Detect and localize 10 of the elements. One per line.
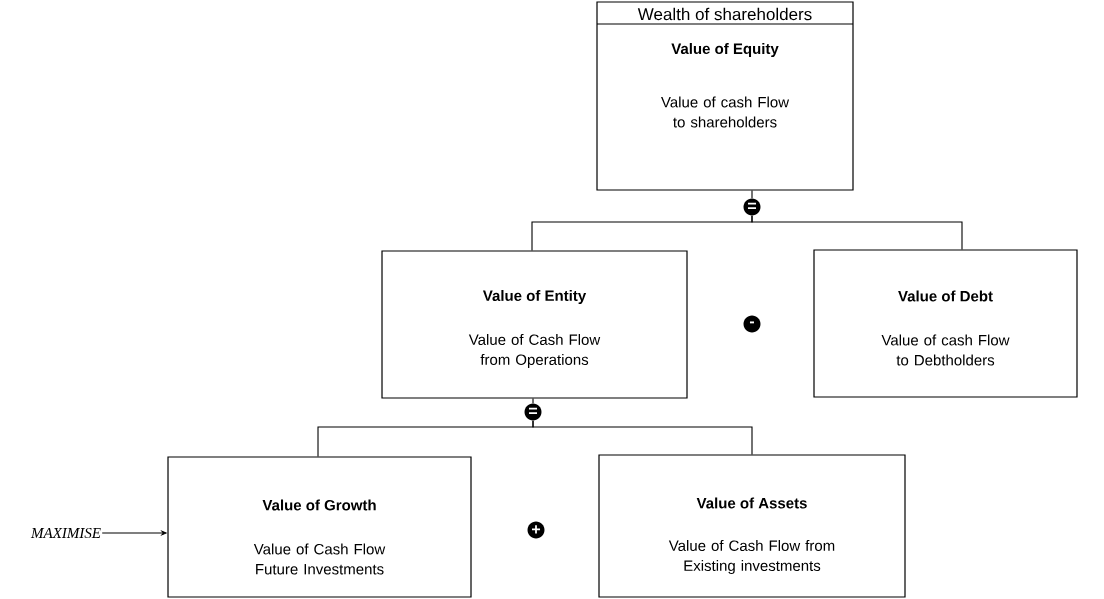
connector xyxy=(751,215,963,250)
process-box: Value of Debt Value of cash Flow to Debtholders xyxy=(813,249,1078,398)
connector xyxy=(532,420,753,455)
process-box: Wealth of shareholders Value of Equity Value of cash Flow to shareholders xyxy=(596,1,854,191)
connector xyxy=(751,190,753,199)
process-box: Value of Entity Value of Cash Flow from Operations xyxy=(381,250,688,399)
connector xyxy=(532,398,534,404)
process-box: Value of Growth Value of Cash Flow Future Investments xyxy=(167,456,472,598)
note-text: MAXIMISE xyxy=(30,527,101,539)
process-box: Value of Assets Value of Cash Flow from Existing investments xyxy=(598,454,906,598)
